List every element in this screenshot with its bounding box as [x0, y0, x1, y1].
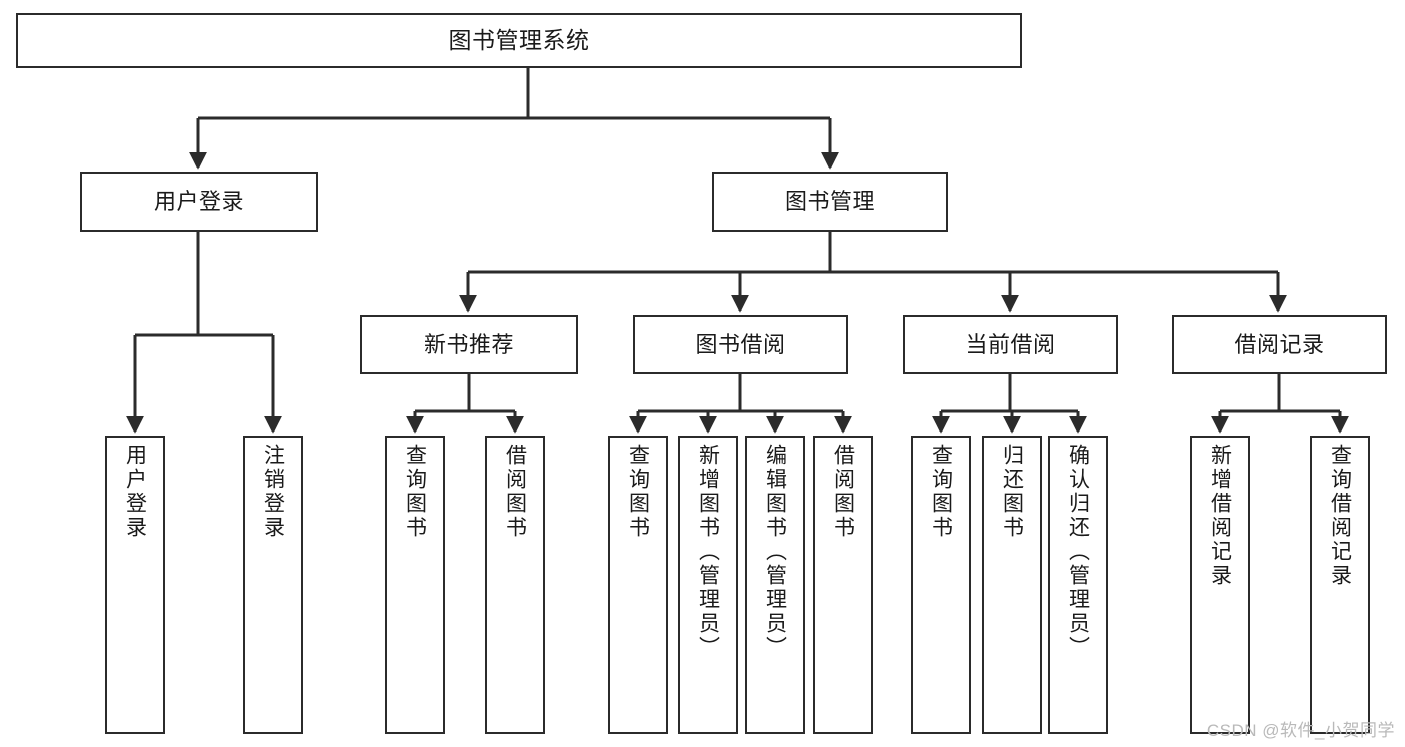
- node-new-book-recommend[interactable]: 新书推荐: [360, 315, 578, 374]
- node-leaf-query-record[interactable]: 查询借阅记录: [1310, 436, 1370, 734]
- node-leaf-query-record-label: 查询借阅记录: [1328, 444, 1352, 588]
- node-leaf-query-book-rec[interactable]: 查询图书: [385, 436, 445, 734]
- node-leaf-borrow-book[interactable]: 借阅图书: [813, 436, 873, 734]
- node-book-management[interactable]: 图书管理: [712, 172, 948, 232]
- node-borrow-record-label: 借阅记录: [1234, 331, 1325, 357]
- node-book-management-label: 图书管理: [784, 189, 875, 215]
- node-user-login[interactable]: 用户登录: [80, 172, 318, 232]
- watermark-text: CSDN @软件_小贺同学: [1206, 721, 1395, 740]
- node-leaf-query-book-cur-label: 查询图书: [929, 444, 953, 540]
- node-root[interactable]: 图书管理系统: [16, 13, 1022, 68]
- node-leaf-edit-book[interactable]: 编辑图书（管理员）: [745, 436, 805, 734]
- node-book-borrow-label: 图书借阅: [695, 331, 786, 357]
- node-leaf-user-login[interactable]: 用户登录: [105, 436, 165, 734]
- node-leaf-add-book-label: 新增图书（管理员）: [696, 444, 720, 660]
- node-leaf-logout[interactable]: 注销登录: [243, 436, 303, 734]
- node-leaf-borrow-book-rec-label: 借阅图书: [503, 444, 527, 540]
- node-new-book-recommend-label: 新书推荐: [423, 331, 514, 357]
- node-leaf-query-book-cur[interactable]: 查询图书: [911, 436, 971, 734]
- node-leaf-borrow-book-rec[interactable]: 借阅图书: [485, 436, 545, 734]
- node-leaf-add-book[interactable]: 新增图书（管理员）: [678, 436, 738, 734]
- node-leaf-user-login-label: 用户登录: [123, 444, 147, 540]
- node-leaf-query-book-rec-label: 查询图书: [403, 444, 427, 540]
- node-leaf-add-record-label: 新增借阅记录: [1208, 444, 1232, 588]
- node-leaf-query-book-borrow[interactable]: 查询图书: [608, 436, 668, 734]
- node-leaf-return-book[interactable]: 归还图书: [982, 436, 1042, 734]
- node-leaf-edit-book-label: 编辑图书（管理员）: [763, 444, 787, 660]
- node-leaf-add-record[interactable]: 新增借阅记录: [1190, 436, 1250, 734]
- node-leaf-logout-label: 注销登录: [261, 444, 285, 540]
- node-leaf-confirm-return[interactable]: 确认归还（管理员）: [1048, 436, 1108, 734]
- node-current-borrow-label: 当前借阅: [965, 331, 1056, 357]
- node-book-borrow[interactable]: 图书借阅: [633, 315, 848, 374]
- node-user-login-label: 用户登录: [153, 189, 244, 215]
- node-leaf-confirm-return-label: 确认归还（管理员）: [1066, 444, 1090, 660]
- node-leaf-query-book-borrow-label: 查询图书: [626, 444, 650, 540]
- node-root-label: 图书管理系统: [448, 27, 590, 54]
- node-borrow-record[interactable]: 借阅记录: [1172, 315, 1387, 374]
- node-current-borrow[interactable]: 当前借阅: [903, 315, 1118, 374]
- node-leaf-borrow-book-label: 借阅图书: [831, 444, 855, 540]
- node-leaf-return-book-label: 归还图书: [1000, 444, 1024, 540]
